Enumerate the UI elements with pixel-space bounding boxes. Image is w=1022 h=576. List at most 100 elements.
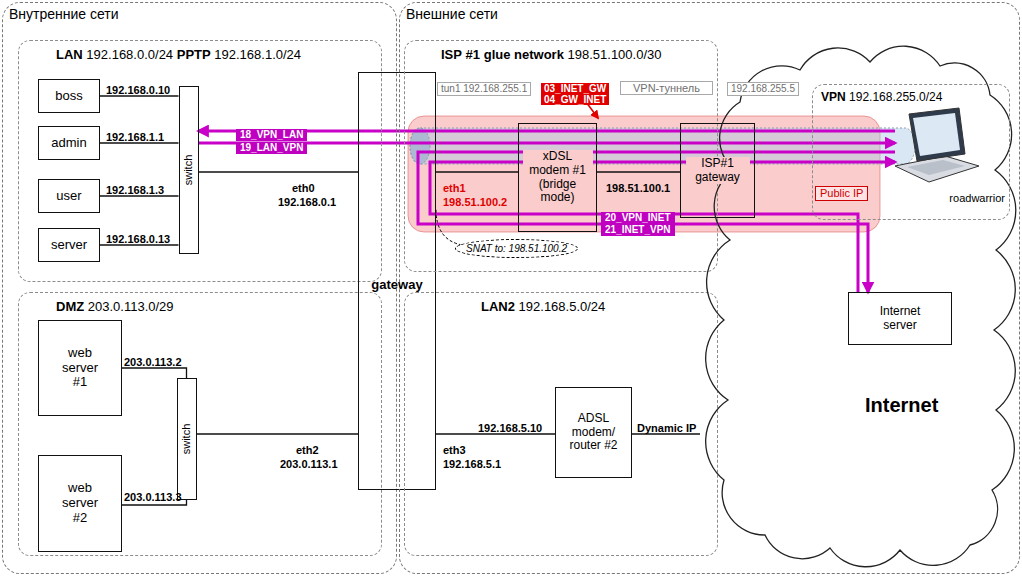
switch-box: switch	[177, 378, 197, 500]
link-label: 192.168.0.10	[106, 84, 170, 96]
node-text: server	[51, 238, 87, 253]
area-heading: Внутренние сети	[9, 6, 119, 22]
interface-label: 203.0.113.1	[280, 458, 338, 470]
label-anchor: 192.168.1.1	[106, 127, 164, 145]
link-label: 192.168.5.10	[478, 422, 542, 434]
interface-label: 198.51.100.2	[443, 196, 507, 208]
interface-label: 198.51.100.1	[606, 182, 670, 194]
node-text: gateway	[371, 277, 422, 292]
label-anchor: 18_VPN_LAN	[236, 124, 307, 142]
label-anchor: 21_INET_VPN	[601, 219, 675, 237]
label-anchor: 203.0.113.1	[280, 454, 338, 472]
link-label: 192.168.1.1	[106, 131, 164, 143]
switch-box: switch	[179, 86, 199, 254]
vpn-tunnel	[410, 128, 915, 164]
zone-heading: LAN2 192.168.5.0/24	[481, 299, 605, 314]
heading-word: LAN2	[481, 299, 515, 314]
node-text: ISP#1 gateway	[686, 157, 750, 185]
label-anchor: 192.168.255.5	[727, 78, 799, 96]
link-label: Dynamic IP	[637, 422, 696, 434]
cloud-outline	[700, 40, 1020, 570]
interface-label: eth3	[443, 444, 466, 456]
label-anchor: 198.51.100.1	[606, 178, 670, 196]
tag-label: tun1 192.168.255.1	[437, 82, 531, 96]
heading-word: ISP	[441, 47, 462, 62]
tag-label: 192.168.255.5	[727, 82, 799, 96]
host-box: boss	[38, 79, 100, 113]
laptop-screen-frame	[909, 108, 965, 161]
zone-heading: LAN 192.168.0.0/24 PPTP 192.168.1.0/24	[56, 47, 301, 62]
laptop-icon	[895, 104, 1007, 204]
label-anchor: tun1 192.168.255.1	[437, 78, 531, 96]
node-text: switch	[181, 424, 193, 455]
node-text: boss	[55, 89, 82, 104]
node-text: ADSL modem/ router #2	[562, 412, 626, 453]
node-text: web server #2	[54, 481, 106, 526]
network-area: Внутренние сетиLAN 192.168.0.0/24 PPTP 1…	[2, 2, 397, 574]
link-line	[122, 368, 187, 378]
connector-group	[100, 96, 895, 505]
tunnel-end	[410, 128, 430, 164]
zone-heading: VPN 192.168.255.0/24	[821, 90, 942, 104]
label-anchor: 192.168.5.10	[478, 418, 542, 436]
laptop-node: roadwarrior	[895, 104, 1007, 204]
tag-label: Public IP	[815, 186, 868, 201]
heading-word: LAN	[56, 47, 83, 62]
label-anchor: SNAT to: 198.51.100.2	[455, 238, 578, 258]
link-line	[197, 433, 359, 434]
label-anchor: 19_LAN_VPN	[236, 137, 307, 155]
host-box: Internet server	[848, 292, 952, 345]
flow-tag: 20_VPN_INET	[601, 212, 675, 224]
laptop-screen	[913, 113, 960, 156]
label-anchor: eth2	[296, 440, 319, 458]
tag-label: 03_INET_GW	[541, 83, 609, 94]
host-box: web server #1	[38, 320, 122, 416]
label-anchor: 192.168.0.1	[278, 192, 336, 210]
network-zone: ISP #1 glue network 198.51.100.0/30 xDSL …	[404, 40, 718, 272]
label-anchor: VPN-туннель	[620, 78, 713, 96]
heading-word: DMZ	[56, 299, 84, 314]
label-anchor: eth3	[443, 440, 466, 458]
node-text: switch	[183, 155, 195, 186]
area-heading: Внешние сети	[406, 6, 498, 22]
flow-tag: 21_INET_VPN	[601, 224, 675, 236]
label-anchor: 198.51.100.2	[443, 192, 507, 210]
label-anchor: 20_VPN_INET	[601, 207, 675, 225]
tag-label: SNAT to: 198.51.100.2	[455, 239, 578, 258]
host-box: xDSL modem #1 (bridge mode)	[518, 123, 597, 232]
network-zone: LAN 192.168.0.0/24 PPTP 192.168.1.0/24 bo…	[18, 40, 382, 282]
node-text: web server #1	[54, 346, 106, 391]
label-anchor: eth0	[292, 178, 315, 196]
cloud-shape	[706, 46, 1016, 567]
host-box: user	[38, 179, 100, 213]
tag-label: 04_GW_INET	[541, 94, 609, 105]
cloud-text: Internet	[865, 394, 938, 417]
laptop-keyboard	[907, 160, 965, 175]
interface-label: eth1	[443, 182, 466, 194]
node-text: admin	[51, 136, 86, 151]
node-text: xDSL modem #1 (bridge mode)	[523, 150, 593, 205]
label-anchor: 192.168.1.3	[106, 180, 164, 198]
interface-label: 192.168.5.1	[443, 458, 501, 470]
network-zone: DMZ 203.0.113.0/29web server #1web serve…	[18, 292, 382, 556]
gateway-box: gateway	[358, 72, 436, 490]
label-anchor: Public IP	[815, 183, 868, 201]
host-box: server	[38, 228, 100, 262]
zone-heading: ISP #1 glue network 198.51.100.0/30	[441, 47, 662, 62]
flow-tag: 19_LAN_VPN	[236, 142, 307, 154]
interface-label: eth2	[296, 444, 319, 456]
link-label: 203.0.113.2	[124, 356, 182, 368]
link-line	[199, 171, 359, 172]
label-anchor: 192.168.0.13	[106, 229, 170, 247]
interface-label: eth0	[292, 182, 315, 194]
node-text: roadwarrior	[949, 192, 1005, 204]
label-anchor: 04_GW_INET	[541, 89, 609, 107]
link-line	[597, 171, 680, 172]
host-box: web server #2	[38, 455, 122, 552]
heading-word: network	[514, 47, 564, 62]
link-line	[436, 171, 518, 172]
internet-cloud: Internet VPN 192.168.255.0/24 roadwarriorI…	[700, 40, 1020, 570]
heading-word: #1	[466, 47, 480, 62]
link-label: 203.0.113.3	[124, 491, 182, 503]
